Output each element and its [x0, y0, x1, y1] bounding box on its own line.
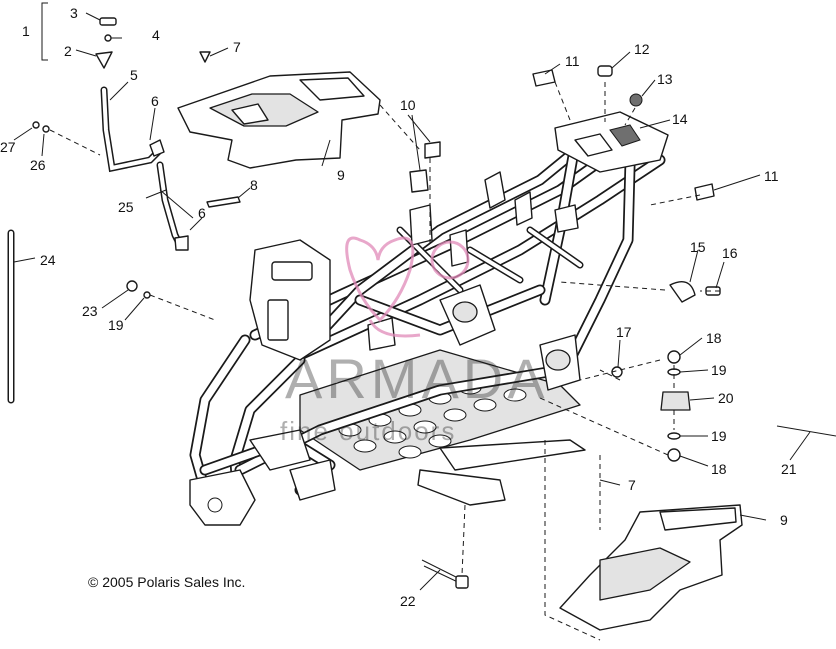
hardware — [32, 51, 721, 462]
clamp-15 — [669, 281, 696, 303]
grommet-10 — [424, 141, 441, 159]
rear-seat-plate — [554, 111, 669, 173]
washer-19-lower — [667, 432, 681, 440]
shift-rod-assembly — [95, 17, 189, 251]
callout-21: 21 — [781, 461, 797, 477]
washer-26 — [42, 125, 50, 133]
shift-lever-part — [95, 51, 113, 69]
front-lower-casting — [189, 469, 256, 526]
callout-27: 27 — [0, 139, 16, 155]
watermark-brand: ARMADA — [285, 347, 549, 410]
footrest-plate-upper — [177, 71, 381, 169]
watermark: ARMADA fine outdoors — [280, 236, 549, 446]
callout-24: 24 — [40, 252, 56, 268]
cap-12 — [597, 65, 613, 77]
bolt-11-upper — [532, 69, 556, 87]
washer-19-left — [143, 291, 151, 299]
grommet-10b — [409, 169, 429, 193]
callout-5: 5 — [130, 67, 138, 83]
nut-18-lower — [667, 448, 681, 462]
callout-6-upper: 6 — [151, 93, 159, 109]
callout-9-lower: 9 — [780, 512, 788, 528]
callout-18-upper: 18 — [706, 330, 722, 346]
callout-18-lower: 18 — [711, 461, 727, 477]
callout-labels: 1 2 3 4 5 6 6 7 7 8 9 9 10 11 11 12 13 1… — [0, 5, 797, 609]
main-frame — [189, 111, 669, 526]
callout-19-right-upper: 19 — [711, 362, 727, 378]
callout-7-upper: 7 — [233, 39, 241, 55]
callout-25: 25 — [118, 199, 134, 215]
pin — [206, 196, 241, 208]
callout-7-lower: 7 — [628, 477, 636, 493]
callout-23: 23 — [82, 303, 98, 319]
footpeg-mount-bracket — [417, 469, 506, 506]
nut-18-upper — [667, 350, 681, 364]
steering-head-plate — [249, 239, 331, 361]
bolt-11-right — [694, 183, 715, 201]
floor-pan-holes — [338, 381, 527, 459]
nut-13 — [629, 93, 643, 107]
callout-4: 4 — [152, 27, 160, 43]
pin-27 — [32, 121, 40, 129]
callout-11-right: 11 — [764, 168, 779, 184]
callout-22: 22 — [400, 593, 416, 609]
callout-2: 2 — [64, 43, 72, 59]
screw-7-upper — [199, 51, 211, 63]
callout-3: 3 — [70, 5, 78, 21]
callout-11-upper: 11 — [565, 53, 580, 69]
copyright-notice: © 2005 Polaris Sales Inc. — [88, 574, 246, 590]
assembly-lines — [49, 81, 720, 641]
watermark-tagline: fine outdoors — [280, 416, 456, 446]
callout-15: 15 — [690, 239, 706, 255]
callout-20: 20 — [718, 390, 734, 406]
leader-lines — [13, 2, 811, 591]
callout-9-upper: 9 — [337, 167, 345, 183]
callout-16: 16 — [722, 245, 738, 261]
footrest-plate-lower — [559, 504, 743, 631]
callout-17: 17 — [616, 324, 632, 340]
callout-13: 13 — [657, 71, 673, 87]
callout-10: 10 — [400, 97, 416, 113]
callout-19-left: 19 — [108, 317, 124, 333]
callout-1: 1 — [22, 23, 30, 39]
nut-23 — [126, 280, 138, 292]
callout-8: 8 — [250, 177, 258, 193]
callout-19-right-lower: 19 — [711, 428, 727, 444]
callout-26: 26 — [30, 157, 46, 173]
rubber-mount-20 — [660, 391, 691, 411]
long-bolt — [421, 559, 469, 589]
callout-12: 12 — [634, 41, 650, 57]
cable-tie — [776, 425, 836, 437]
callout-14: 14 — [672, 111, 688, 127]
callout-6-lower: 6 — [198, 205, 206, 221]
